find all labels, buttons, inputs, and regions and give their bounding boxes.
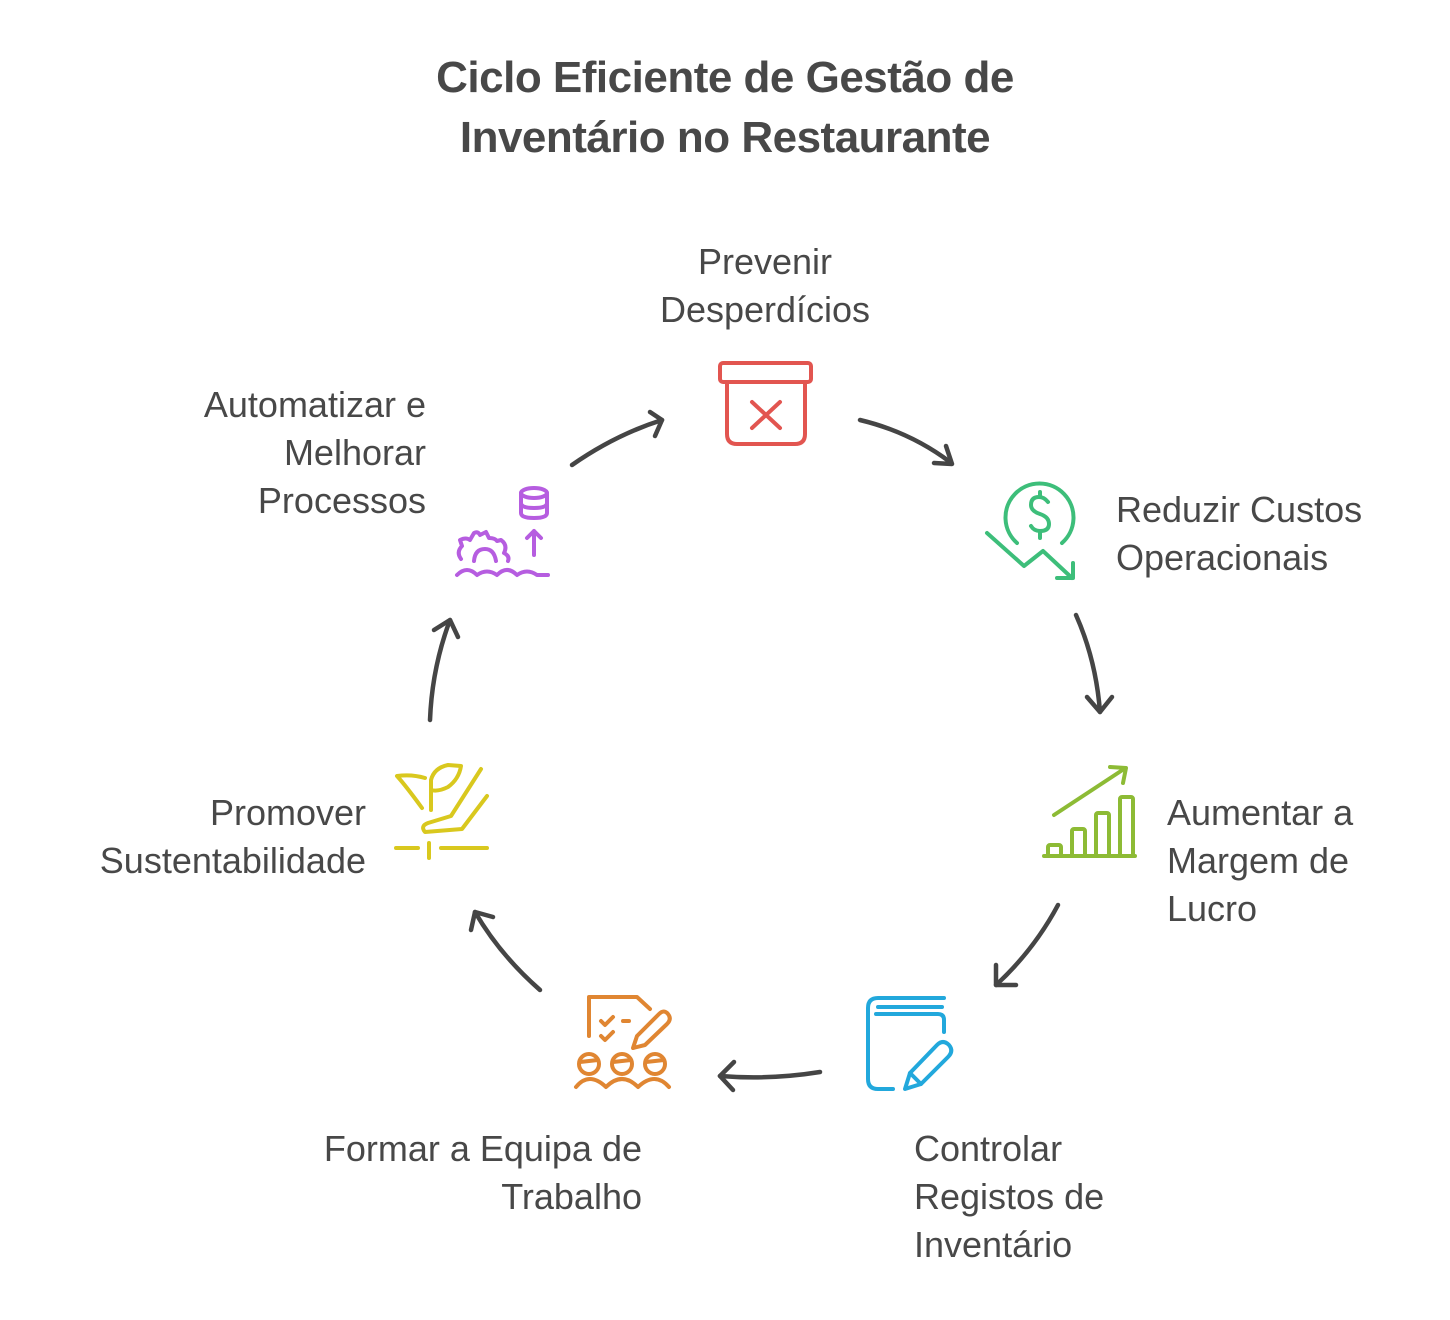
- step-label-formar-equipa: Formar a Equipa de Trabalho: [323, 1128, 642, 1217]
- arrow-aumentar-to-controlar: [993, 902, 1061, 988]
- arrow-prevenir-to-reduzir: [857, 417, 955, 467]
- title-line-1: Ciclo Eficiente de Gestão de: [436, 53, 1014, 102]
- step-label-controlar-registos: Controlar Registos de Inventário: [914, 1128, 1105, 1265]
- diagram-title: Ciclo Eficiente de Gestão de Inventário …: [0, 48, 1450, 168]
- step-label-promover-sustentabilidade: Promover Sustentabilidade: [99, 792, 366, 881]
- arrow-reduzir-to-aumentar: [1073, 612, 1115, 715]
- hand-plant-icon: [394, 763, 489, 860]
- step-label-reduzir-custos: Reduzir Custos Operacionais: [1116, 489, 1363, 578]
- bar-chart-growth-icon: [1042, 765, 1137, 858]
- arrow-automatizar-to-prevenir: [569, 409, 665, 468]
- book-pencil-icon: [866, 996, 954, 1091]
- dollar-down-trend-icon: [985, 481, 1076, 580]
- arrow-formar-to-promover: [468, 909, 543, 993]
- arrow-controlar-to-formar: [717, 1059, 823, 1093]
- gear-database-icon: [455, 486, 550, 577]
- step-label-aumentar-margem: Aumentar a Margem de Lucro: [1167, 792, 1354, 929]
- team-checklist-icon: [574, 995, 672, 1089]
- title-line-2: Inventário no Restaurante: [459, 113, 991, 162]
- step-label-prevenir-desperdicios: Prevenir Desperdícios: [659, 241, 871, 330]
- step-label-automatizar-processos: Automatizar e Melhorar Processos: [203, 384, 426, 521]
- arrow-promover-to-automatizar: [427, 617, 461, 723]
- box-x-icon: [718, 361, 813, 446]
